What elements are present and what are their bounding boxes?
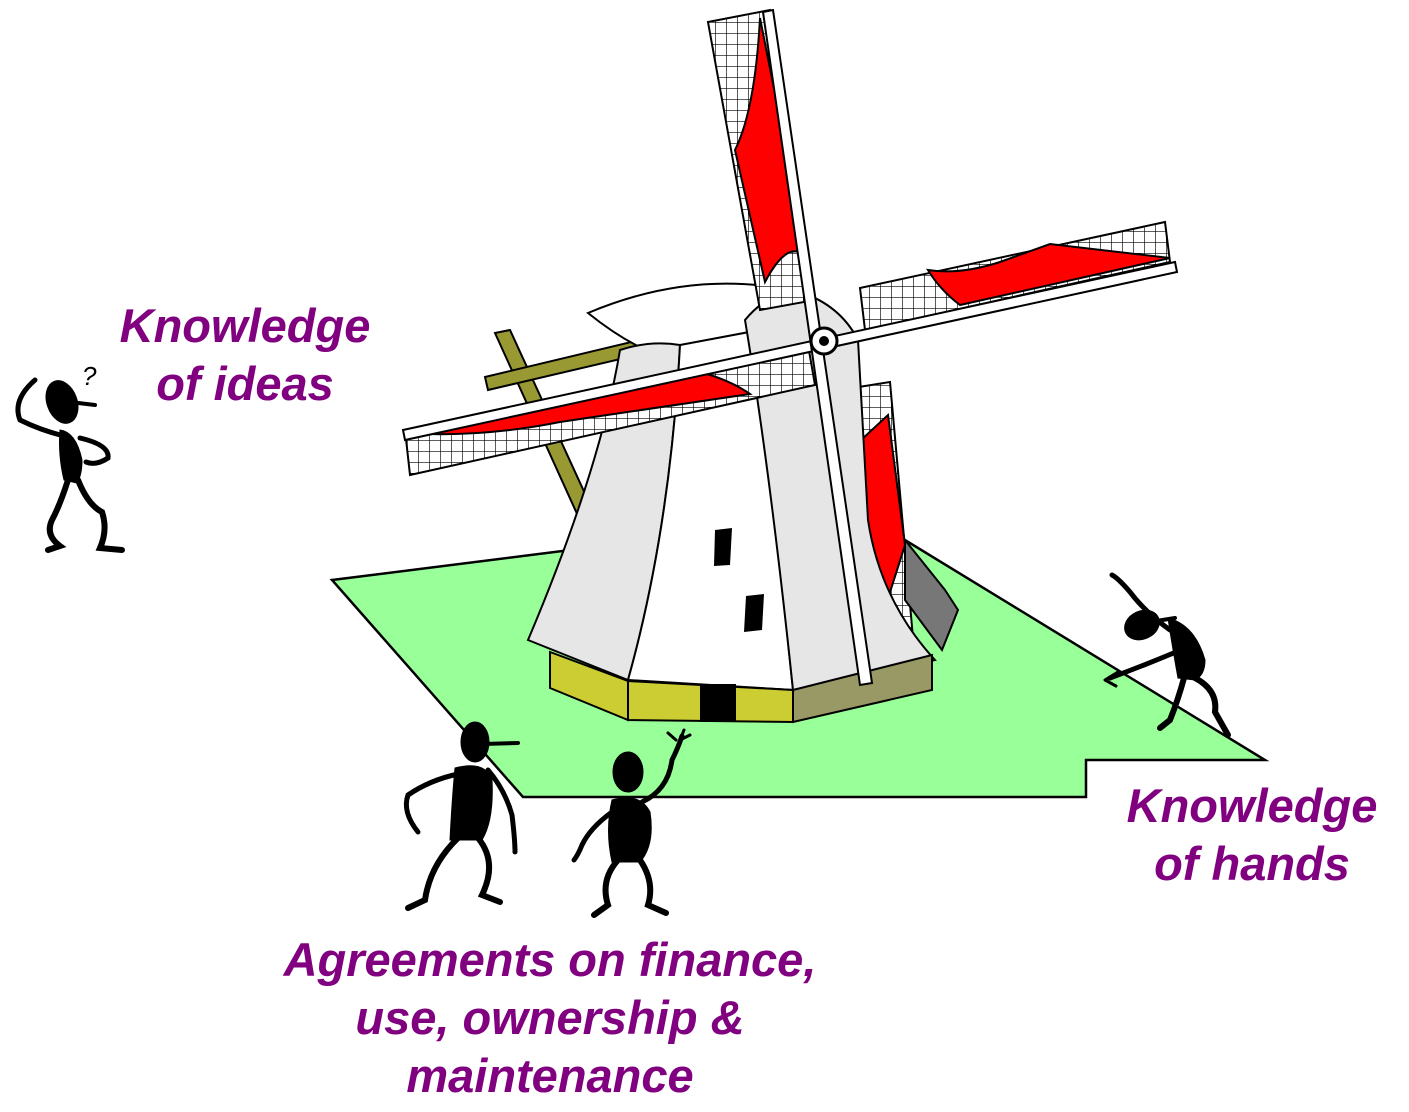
negotiating-people-icon [403,721,692,918]
sail-right [858,220,1172,332]
working-person-icon [1103,572,1231,738]
tower-shadow-flap [904,537,960,653]
caption-agreements-line2: use, ownership & [355,991,745,1044]
caption-knowledge-of-ideas: Knowledge of ideas [95,297,395,413]
thinker-question-mark: ? [82,361,97,391]
tower-window-upper [714,528,732,566]
caption-agreements: Agreements on finance, use, ownership & … [200,931,900,1105]
windmill-base [549,650,933,724]
caption-ideas-line1: Knowledge [119,299,371,352]
caption-agreements-line1: Agreements on finance, [283,933,817,986]
caption-knowledge-of-hands: Knowledge of hands [1095,777,1409,893]
sail-stocks [401,8,1179,687]
tower-window-lower [744,594,764,632]
thinking-person-icon [15,377,125,553]
caption-ideas-line2: of ideas [156,357,334,410]
caption-hands-line2: of hands [1154,837,1350,890]
base-door [700,684,736,722]
caption-agreements-line3: maintenance [406,1049,694,1102]
caption-hands-line1: Knowledge [1126,779,1378,832]
